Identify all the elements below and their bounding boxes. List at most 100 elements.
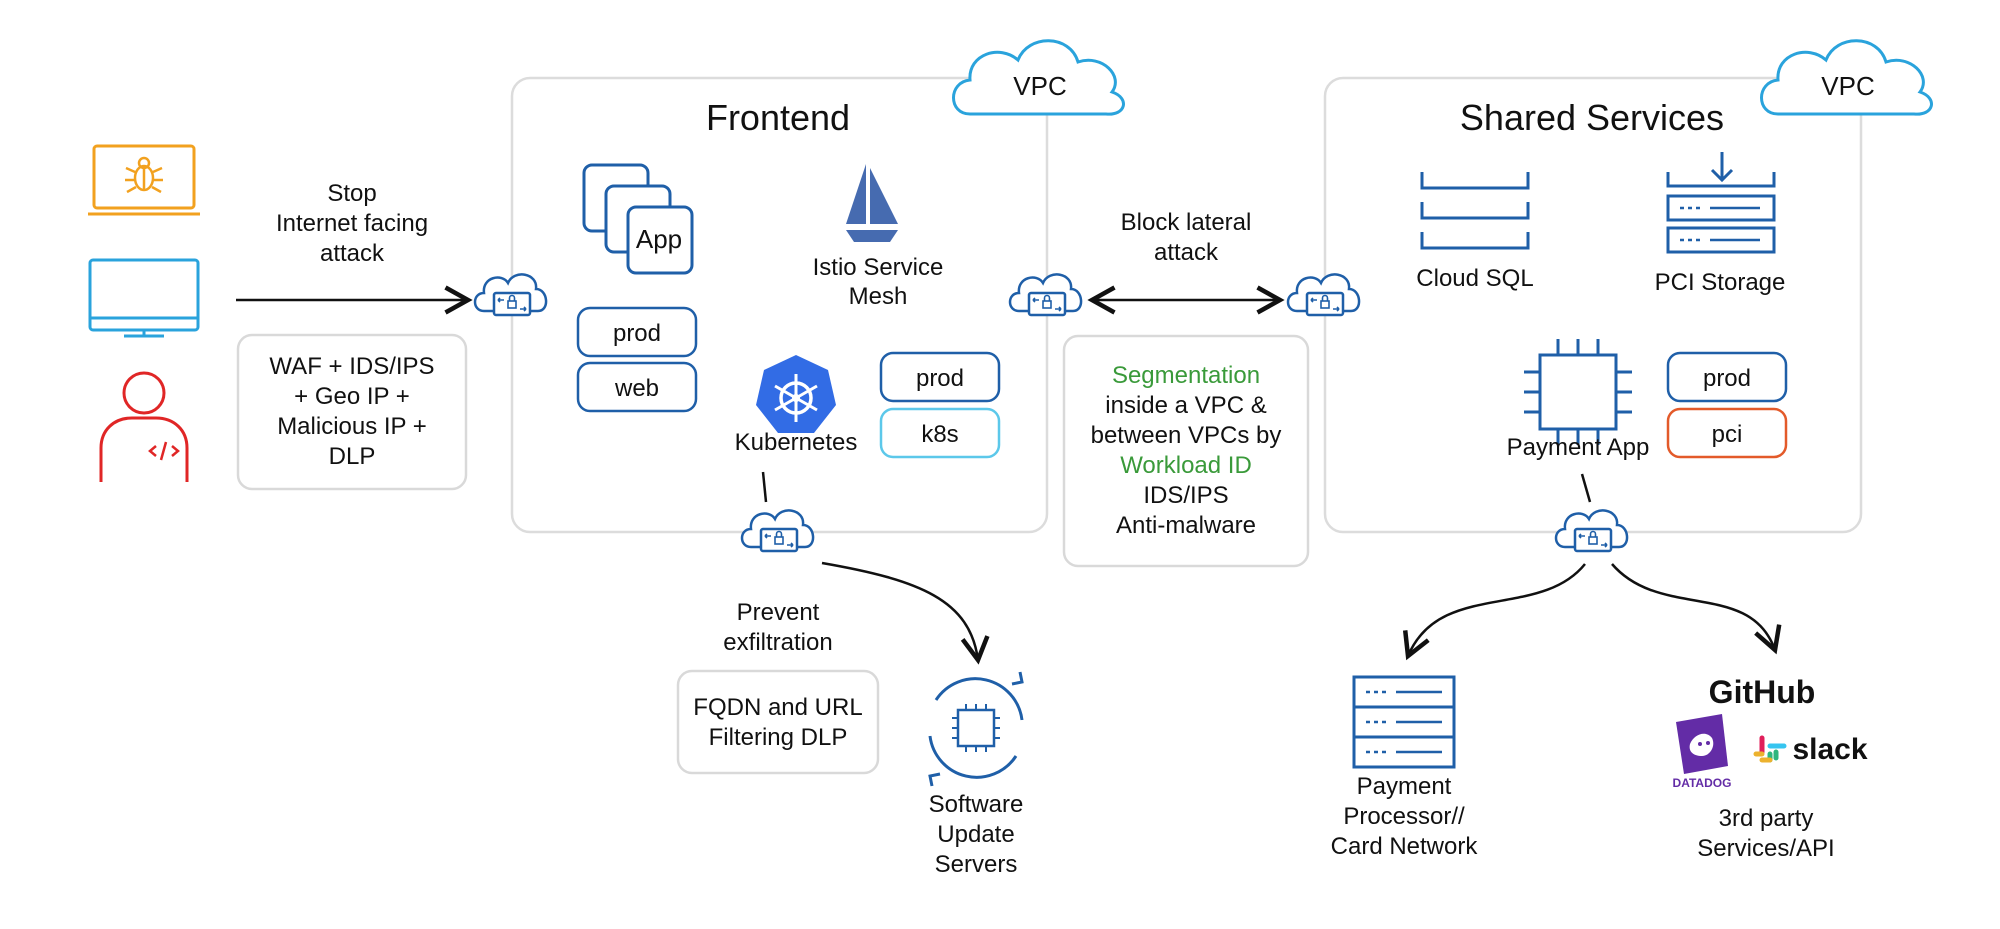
cloud-sql-label: Cloud SQL — [1416, 265, 1533, 292]
servers-label-line-2: Update — [937, 821, 1014, 848]
cloud-sql-icon — [1420, 172, 1530, 250]
waf-controls-box: WAF + IDS/IPS + Geo IP + Malicious IP + … — [236, 333, 468, 491]
payment-app-to-egress-connector — [1580, 473, 1592, 503]
diagram-text: Block lateral — [1121, 209, 1252, 236]
diagram-text: WAF + IDS/IPS — [269, 353, 434, 380]
diagram-text: Servers — [935, 851, 1018, 878]
anti-malware-text: Anti-malware — [1116, 512, 1256, 539]
diagram-text: prod — [1703, 365, 1751, 392]
diagram-text: exfiltration — [723, 629, 832, 656]
diagram-text: attack — [1154, 239, 1219, 266]
malicious-user-icon — [99, 371, 189, 482]
diagram-text: attack — [320, 240, 385, 267]
waf-line-1: WAF + IDS/IPS — [269, 353, 434, 380]
diagram-text: Update — [937, 821, 1014, 848]
diagram-text: 3rd party — [1719, 805, 1814, 832]
diagram-text: Stop — [327, 180, 376, 207]
payment-processor-line-1: Payment — [1357, 773, 1452, 800]
software-update-server-icon — [928, 671, 1024, 787]
kubernetes-label: Kubernetes — [735, 429, 858, 456]
payment-processor-icon — [1352, 675, 1456, 769]
diagram-text: Malicious IP + — [277, 413, 427, 440]
diagram-text: Internet facing — [276, 210, 428, 237]
istio-label-line-1: Istio Service — [813, 254, 944, 281]
pill-prod-k8s: prod — [879, 351, 1001, 403]
shared-services-title: Shared Services — [1460, 97, 1724, 138]
fqdn-filter-box: FQDN and URL Filtering DLP — [676, 669, 880, 775]
exfil-label-line-1: Prevent — [737, 599, 820, 626]
frontend-vpc: VPC Frontend App Istio Service Mesh prod… — [510, 39, 1125, 534]
istio-label-line-2: Mesh — [849, 283, 908, 310]
shared-services-vpc: VPC Shared Services Cloud SQL PCI Storag… — [1323, 39, 1933, 534]
fqdn-line-1: FQDN and URL — [693, 694, 862, 721]
pill-pci: pci — [1666, 407, 1788, 459]
frontend-title: Frontend — [706, 97, 850, 138]
diagram-text: prod — [613, 320, 661, 347]
payment-app-chip-icon — [1524, 339, 1632, 445]
app-label: App — [636, 224, 682, 254]
istio-sail-icon — [846, 164, 898, 242]
k8s-to-egress-connector — [761, 471, 768, 503]
workload-id-text: Workload ID — [1120, 452, 1252, 479]
slack-wordmark: slack — [1792, 733, 1867, 766]
monitor-icon — [88, 258, 200, 338]
lateral-label-line-1: Block lateral — [1121, 209, 1252, 236]
diagram-text: Software — [929, 791, 1024, 818]
diagram-text: + Geo IP + — [294, 383, 410, 410]
pci-storage-label: PCI Storage — [1655, 269, 1786, 296]
firewall-cloud-icon-shared-west — [1286, 273, 1361, 317]
lateral-label-line-2: attack — [1154, 239, 1219, 266]
waf-line-4: DLP — [329, 443, 376, 470]
third-party-arrow — [1611, 563, 1782, 655]
diagram-text: DLP — [329, 443, 376, 470]
diagram-text: k8s — [921, 421, 958, 448]
kubernetes-icon — [756, 355, 836, 433]
datadog-wordmark: DATADOG — [1673, 776, 1732, 790]
attack-label-line-2: Internet facing — [276, 210, 428, 237]
diagram-text: Processor// — [1343, 803, 1465, 830]
attack-label-line-1: Stop — [327, 180, 376, 207]
slack-logo-icon — [1753, 735, 1787, 763]
firewall-cloud-icon-frontend-ingress — [473, 273, 548, 317]
segmentation-line-3: between VPCs by — [1091, 422, 1282, 449]
attack-label-line-3: attack — [320, 240, 385, 267]
diagram-text: Card Network — [1331, 833, 1479, 860]
pci-storage-icon — [1666, 152, 1776, 254]
servers-label-line-1: Software — [929, 791, 1024, 818]
diagram-text: Prevent — [737, 599, 820, 626]
segmentation-text: Segmentation — [1112, 362, 1260, 389]
github-logo: GitHub — [1709, 674, 1816, 710]
attacker-laptop-bug-icon — [88, 144, 200, 216]
exfil-arrow — [821, 561, 990, 665]
payment-processor-line-2: Processor// — [1343, 803, 1465, 830]
diagram-text: Mesh — [849, 283, 908, 310]
datadog-logo-icon — [1676, 714, 1728, 774]
segmentation-line-2: inside a VPC & — [1105, 392, 1266, 419]
pill-k8s: k8s — [879, 407, 1001, 459]
exfil-label-line-2: exfiltration — [723, 629, 832, 656]
diagram-text: web — [614, 375, 659, 402]
diagram-text: pci — [1712, 421, 1743, 448]
frontend-vpc-label: VPC — [1013, 71, 1066, 101]
payment-processor-arrow — [1403, 563, 1586, 661]
servers-label-line-3: Servers — [935, 851, 1018, 878]
diagram-text: Services/API — [1697, 835, 1834, 862]
waf-line-2: + Geo IP + — [294, 383, 410, 410]
diagram-text: prod — [916, 365, 964, 392]
app-stack-icon: App — [582, 163, 694, 275]
segmentation-box: Segmentation inside a VPC & between VPCs… — [1062, 334, 1310, 568]
fqdn-line-2: Filtering DLP — [709, 724, 848, 751]
waf-line-3: Malicious IP + — [277, 413, 427, 440]
third-party-line-2: Services/API — [1697, 835, 1834, 862]
ids-ips-text: IDS/IPS — [1143, 482, 1228, 509]
payment-processor-line-3: Card Network — [1331, 833, 1479, 860]
third-party-line-1: 3rd party — [1719, 805, 1814, 832]
pill-prod-shared: prod — [1666, 351, 1788, 403]
diagram-text: Istio Service — [813, 254, 944, 281]
shared-vpc-label: VPC — [1821, 71, 1874, 101]
pill-web: web — [576, 361, 698, 413]
pill-prod-frontend: prod — [576, 306, 698, 358]
payment-app-label: Payment App — [1507, 434, 1650, 461]
diagram-text: Payment — [1357, 773, 1452, 800]
